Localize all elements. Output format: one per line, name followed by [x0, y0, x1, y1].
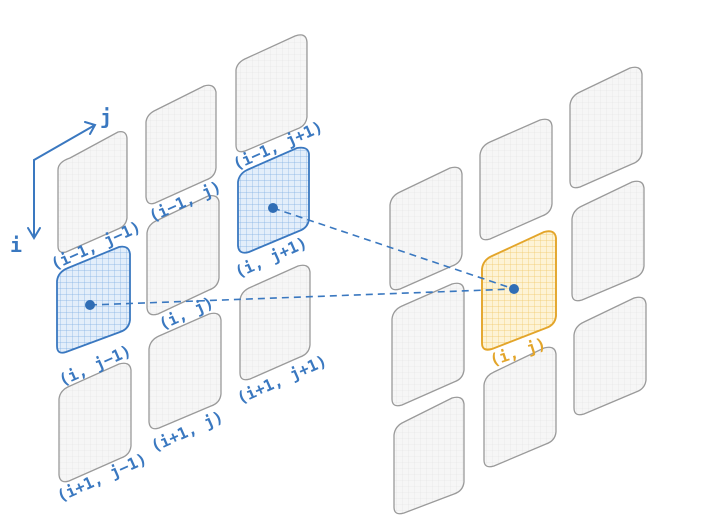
link-line-r1c0 — [89, 288, 515, 306]
cell-right-r2c0 — [393, 396, 465, 515]
cell-right-r0c1 — [479, 118, 553, 241]
cell-right-r0c2 — [569, 66, 643, 189]
cell-right-r1c0 — [391, 282, 465, 407]
right-grid — [389, 66, 647, 515]
cell-left-r2c1 — [148, 312, 222, 430]
cell-left-r0c2 — [235, 34, 308, 153]
i-axis-label: i — [10, 233, 22, 257]
point-right-r1c1 — [509, 284, 519, 294]
cell-right-r2c1 — [483, 346, 557, 468]
correspondence-lines — [89, 207, 515, 306]
cell-left-r2c2 — [239, 264, 311, 381]
point-left-r1c0 — [85, 300, 95, 310]
cell-left-r1c2 — [237, 146, 310, 254]
cell-right-r1c2 — [571, 180, 645, 302]
left-grid — [56, 34, 311, 483]
i-axis-arrow — [27, 159, 41, 240]
j-axis-label: j — [100, 105, 112, 129]
cell-left-r1c0 — [56, 245, 131, 354]
cell-right-r1c1 — [481, 230, 557, 351]
cell-left-r1c1 — [146, 194, 220, 316]
axes-indicator — [27, 121, 97, 240]
cell-right-r0c0 — [389, 166, 463, 291]
j-axis-arrow — [33, 121, 97, 161]
point-left-r1c2 — [268, 203, 278, 213]
cell-left-r2c0 — [58, 362, 132, 483]
cell-left-r0c0 — [57, 130, 128, 254]
link-line-r1c2 — [272, 207, 515, 290]
cell-right-r2c2 — [573, 296, 647, 416]
cell-left-r0c1 — [145, 84, 217, 205]
